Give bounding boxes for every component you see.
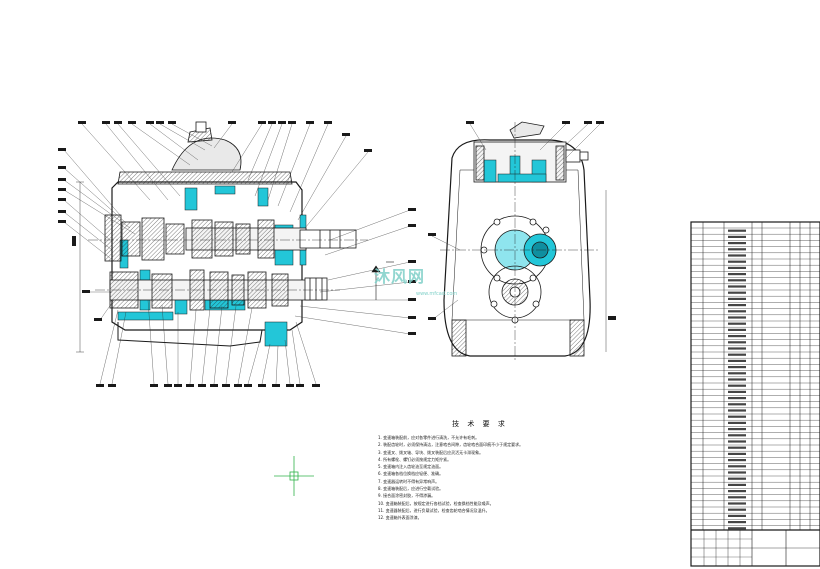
parts-list-cell-mark bbox=[728, 415, 746, 418]
parts-list-cell-mark bbox=[728, 502, 746, 505]
parts-list-cell-mark bbox=[728, 490, 746, 493]
overall-height-dimension bbox=[72, 236, 76, 246]
parts-list-table bbox=[690, 221, 820, 567]
tech-requirements-list: 1. 变速箱装配前，应对各零件进行清洗，不允许有毛刺。 2. 装配齿轮时，必须保… bbox=[378, 434, 618, 522]
tech-note: 11. 变速器装配后，进行负载试验，检查齿轮啮合情况及温升。 bbox=[378, 507, 490, 513]
parts-list-cell-mark bbox=[728, 260, 746, 263]
parts-list-cell-mark bbox=[728, 384, 746, 387]
leader-lines-main bbox=[63, 123, 411, 385]
parts-list-cell-mark bbox=[728, 508, 746, 511]
watermark-text: 沐风网 bbox=[374, 267, 426, 286]
part-balloon-marks-main bbox=[58, 121, 416, 387]
parts-list-cell-mark bbox=[728, 235, 746, 238]
parts-list-cell-mark bbox=[728, 452, 746, 455]
watermark-url: www.mfcad.com bbox=[416, 291, 458, 297]
parts-list-cell-mark bbox=[728, 273, 746, 276]
parts-list-cell-mark bbox=[728, 242, 746, 245]
tech-note: 10. 变速箱装配后，按规定进行各档试验，检查换档性能及噪声。 bbox=[378, 500, 494, 506]
tech-note: 2. 装配齿轮时，必须保持清洁，注意啮合间隙，齿轮啮合面印痕不小于规定要求。 bbox=[378, 442, 524, 448]
parts-list-cell-mark bbox=[728, 341, 746, 344]
tech-note: 5. 变速箱内注入齿轮油至规定油面。 bbox=[378, 464, 444, 470]
parts-list-cell-mark bbox=[728, 328, 746, 331]
parts-list-cell-mark bbox=[728, 310, 746, 313]
parts-list-cell-mark bbox=[728, 322, 746, 325]
parts-list-cell-mark bbox=[728, 477, 746, 480]
tech-note: 12. 变速箱外表面涂漆。 bbox=[378, 515, 422, 521]
tech-note: 8. 变速箱装配后，应进行空载试验。 bbox=[378, 486, 444, 492]
parts-list-cell-mark bbox=[728, 372, 746, 375]
parts-list-cell-mark bbox=[728, 434, 746, 437]
parts-list-cell-mark bbox=[728, 421, 746, 424]
parts-list-cell-mark bbox=[728, 266, 746, 269]
parts-list-cell-mark bbox=[728, 397, 746, 400]
parts-list-cell-mark bbox=[728, 514, 746, 517]
parts-list-cell-mark bbox=[728, 297, 746, 300]
parts-list-cell-mark bbox=[728, 279, 746, 282]
parts-list-cell-mark bbox=[728, 366, 746, 369]
section-view-end bbox=[440, 121, 607, 360]
parts-list-cell-mark bbox=[728, 440, 746, 443]
parts-list-cell-mark bbox=[728, 465, 746, 468]
parts-list-cell-mark bbox=[728, 527, 746, 530]
leader-lines-end bbox=[431, 123, 601, 321]
tech-note: 6. 变速箱各档位换档应轻便、准确。 bbox=[378, 471, 444, 477]
parts-list-cell-mark bbox=[728, 378, 746, 381]
parts-list-cell-mark bbox=[728, 291, 746, 294]
parts-list-cell-mark bbox=[728, 390, 746, 393]
section-view-main bbox=[76, 121, 368, 353]
tech-note: 9. 接合面涂密封胶，不得渗漏。 bbox=[378, 493, 436, 499]
tech-note: 1. 变速箱装配前，应对各零件进行清洗，不允许有毛刺。 bbox=[378, 435, 480, 440]
tech-note: 3. 变速叉、拨叉轴、导块、拨叉装配后应灵活无卡滞现象。 bbox=[378, 449, 484, 455]
parts-list-cell-mark bbox=[728, 428, 746, 431]
parts-list-cell-mark bbox=[728, 459, 746, 462]
parts-list-cell-mark bbox=[728, 347, 746, 350]
parts-list-cell-mark bbox=[728, 304, 746, 307]
parts-list-cell-mark bbox=[728, 446, 746, 449]
parts-list-cell-mark bbox=[728, 254, 746, 257]
parts-list-cell-mark bbox=[728, 483, 746, 486]
parts-list-cell-mark bbox=[728, 229, 746, 232]
tech-note: 4. 所有螺栓、螺钉必须按规定力矩拧紧。 bbox=[378, 456, 452, 462]
parts-list-cell-mark bbox=[728, 496, 746, 499]
parts-list-cell-mark bbox=[728, 471, 746, 474]
part-balloon-marks-end bbox=[428, 121, 616, 320]
tech-note: 7. 变速器运转时不得有异常响声。 bbox=[378, 478, 440, 484]
section-cut-mark bbox=[371, 261, 394, 300]
parts-list-cell-mark bbox=[728, 285, 746, 288]
parts-list-cell-mark bbox=[728, 248, 746, 251]
tech-requirements-title: 技 术 要 求 bbox=[452, 420, 508, 428]
crosshair-marker bbox=[274, 456, 314, 496]
parts-list-cell-mark bbox=[728, 316, 746, 319]
parts-list-cell-mark bbox=[728, 335, 746, 338]
parts-list-cell-mark bbox=[728, 353, 746, 356]
parts-list-cell-mark bbox=[728, 359, 746, 362]
parts-list-rows bbox=[691, 227, 820, 530]
parts-list-cell-mark bbox=[728, 403, 746, 406]
parts-list-cell-mark bbox=[728, 409, 746, 412]
parts-list-cell-mark bbox=[728, 521, 746, 524]
